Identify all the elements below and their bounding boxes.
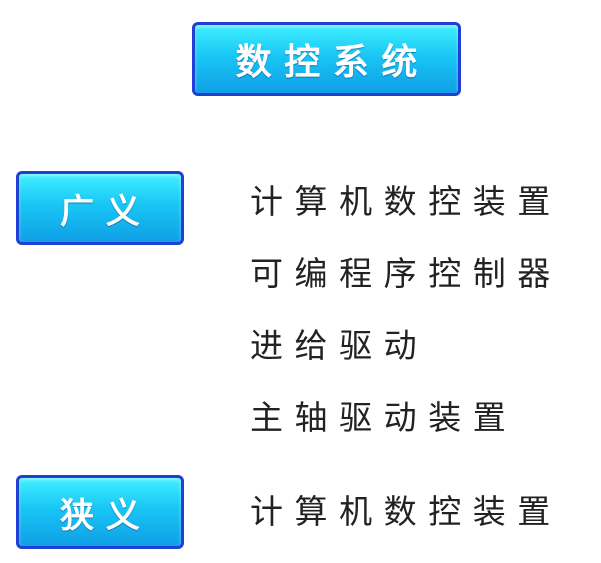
broad-tag: 广义 — [16, 171, 184, 245]
broad-item-plc: 可编程序控制器 — [250, 254, 562, 293]
title-box: 数控系统 — [192, 22, 461, 96]
narrow-label: 狭义 — [60, 495, 152, 536]
broad-label: 广义 — [60, 191, 152, 232]
title-label: 数控系统 — [235, 42, 430, 83]
narrow-item-cnc-device: 计算机数控装置 — [250, 492, 562, 531]
broad-item-feed-drive: 进给驱动 — [250, 326, 429, 365]
narrow-tag: 狭义 — [16, 475, 184, 549]
broad-item-cnc-device: 计算机数控装置 — [250, 182, 562, 221]
broad-item-spindle-drive: 主轴驱动装置 — [250, 398, 518, 437]
